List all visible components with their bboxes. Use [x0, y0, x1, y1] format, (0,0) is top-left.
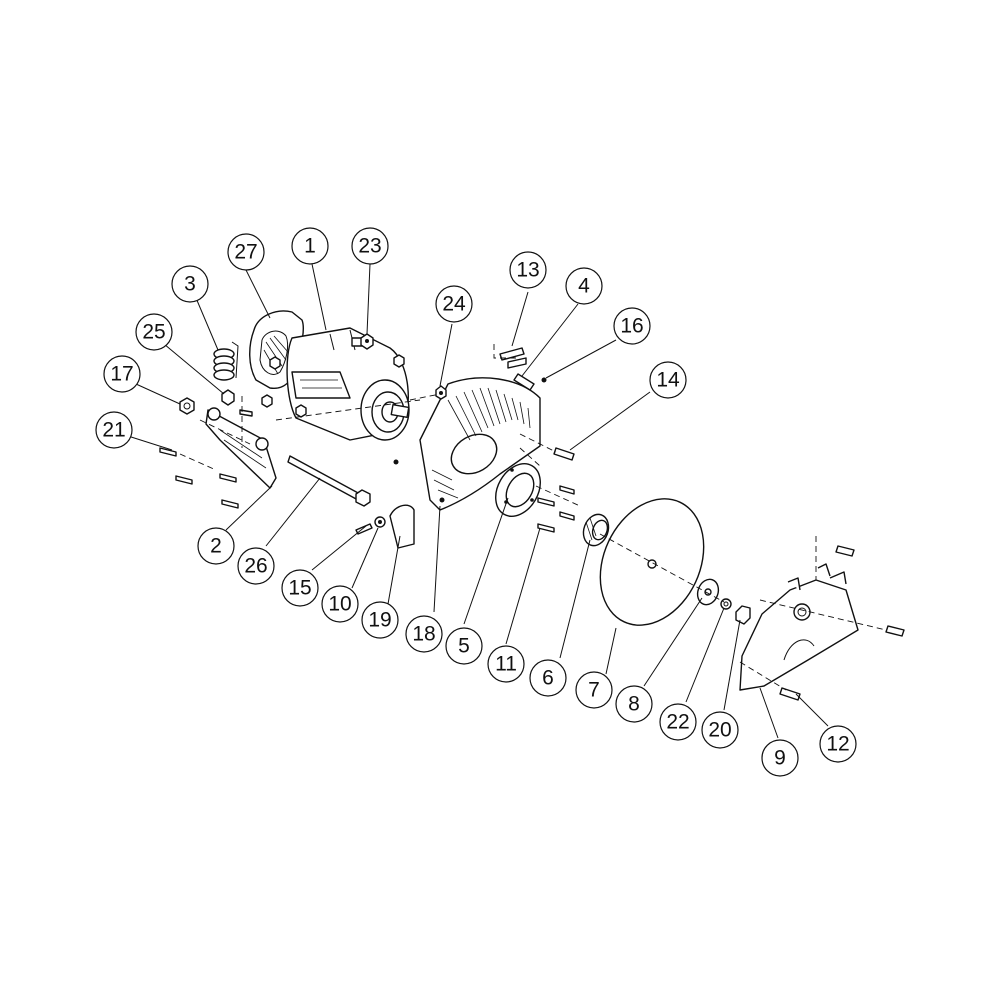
callout-20: 20 [701, 711, 739, 749]
callout-15-label: 15 [288, 577, 311, 600]
callout-12: 12 [819, 725, 857, 763]
part-3-spring [213, 341, 239, 381]
parts-drawing [159, 310, 905, 701]
cover-bolts [835, 545, 905, 637]
part-11-bolts [537, 485, 575, 533]
part-17-nut [179, 397, 195, 415]
callout-3: 3 [171, 265, 209, 303]
callout-11: 11 [487, 645, 525, 683]
part-6-hub [582, 513, 610, 547]
callout-22: 22 [659, 703, 697, 741]
callout-25: 25 [135, 313, 173, 351]
callout-9: 9 [761, 739, 799, 777]
callout-19: 19 [361, 601, 399, 639]
callout-23: 23 [351, 227, 389, 265]
callout-6-label: 6 [542, 667, 554, 690]
part-19-plate [389, 504, 415, 549]
callout-18: 18 [405, 615, 443, 653]
leader-lines [127, 263, 829, 739]
part-26-rod [287, 455, 371, 507]
top-hardware [499, 347, 547, 391]
callout-27: 27 [227, 233, 265, 271]
callout-26: 26 [237, 547, 275, 585]
callout-17-label: 17 [110, 363, 133, 386]
part-23-nut [360, 333, 374, 350]
motor-fasteners [261, 354, 405, 418]
callout-26-label: 26 [244, 555, 267, 578]
callout-24: 24 [435, 285, 473, 323]
callout-19-label: 19 [368, 609, 391, 632]
callout-2-label: 2 [210, 535, 222, 558]
bracket-bolts [159, 409, 253, 509]
callout-4: 4 [565, 267, 603, 305]
callout-16-label: 16 [620, 315, 643, 338]
part-25-nut [221, 389, 235, 406]
callout-10: 10 [321, 585, 359, 623]
callout-10-label: 10 [328, 593, 351, 616]
callout-18-label: 18 [412, 623, 435, 646]
callout-15: 15 [281, 569, 319, 607]
callout-7: 7 [575, 671, 613, 709]
callout-4-label: 4 [578, 275, 590, 298]
callout-14: 14 [649, 361, 687, 399]
part-5-flange [495, 463, 541, 517]
callout-labels: 27 1 23 3 25 17 21 2 26 15 10 19 18 5 11… [95, 227, 857, 777]
callout-24-label: 24 [442, 293, 466, 316]
callout-21: 21 [95, 411, 133, 449]
callout-17: 17 [103, 355, 141, 393]
callout-14-label: 14 [656, 369, 680, 392]
guard-housing [393, 377, 541, 511]
callout-8: 8 [615, 685, 653, 723]
callout-1: 1 [291, 227, 329, 265]
part-2-bracket [205, 407, 277, 489]
callout-5-label: 5 [458, 635, 470, 658]
callout-9-label: 9 [774, 747, 786, 770]
callout-25-label: 25 [142, 321, 165, 344]
part-9-guard-cover [739, 563, 859, 691]
callout-12-label: 12 [826, 733, 849, 756]
callout-8-label: 8 [628, 693, 640, 716]
callout-27-label: 27 [234, 241, 257, 264]
callout-5: 5 [445, 627, 483, 665]
callout-23-label: 23 [358, 235, 381, 258]
callout-6: 6 [529, 659, 567, 697]
callout-13-label: 13 [516, 259, 539, 282]
blade-fastening [696, 578, 751, 625]
part-1-motor [286, 327, 410, 441]
callout-2: 2 [197, 527, 235, 565]
callout-13: 13 [509, 251, 547, 289]
callout-20-label: 20 [708, 719, 731, 742]
callout-7-label: 7 [588, 679, 600, 702]
small-hardware [355, 516, 386, 535]
callout-1-label: 1 [304, 235, 316, 258]
callout-3-label: 3 [184, 273, 196, 296]
assembly-lines [179, 344, 887, 691]
part-14-bolt [553, 447, 575, 461]
part-7-blade [599, 498, 705, 626]
callout-11-label: 11 [495, 653, 517, 676]
part-12-bolt [779, 687, 801, 701]
callout-21-label: 21 [102, 419, 125, 442]
callout-22-label: 22 [666, 711, 689, 734]
callout-16: 16 [613, 307, 651, 345]
